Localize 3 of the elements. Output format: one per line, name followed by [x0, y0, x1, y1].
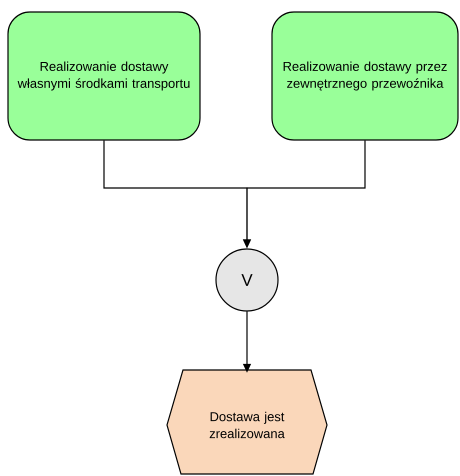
process-box: Realizowanie dostawy własnymi środkami transportu	[7, 11, 201, 141]
event-hexagon: Dostawa jest zrealizowana	[166, 369, 328, 475]
process-box: Realizowanie dostawy przez zewnętrznego przewoźnika	[271, 11, 459, 141]
